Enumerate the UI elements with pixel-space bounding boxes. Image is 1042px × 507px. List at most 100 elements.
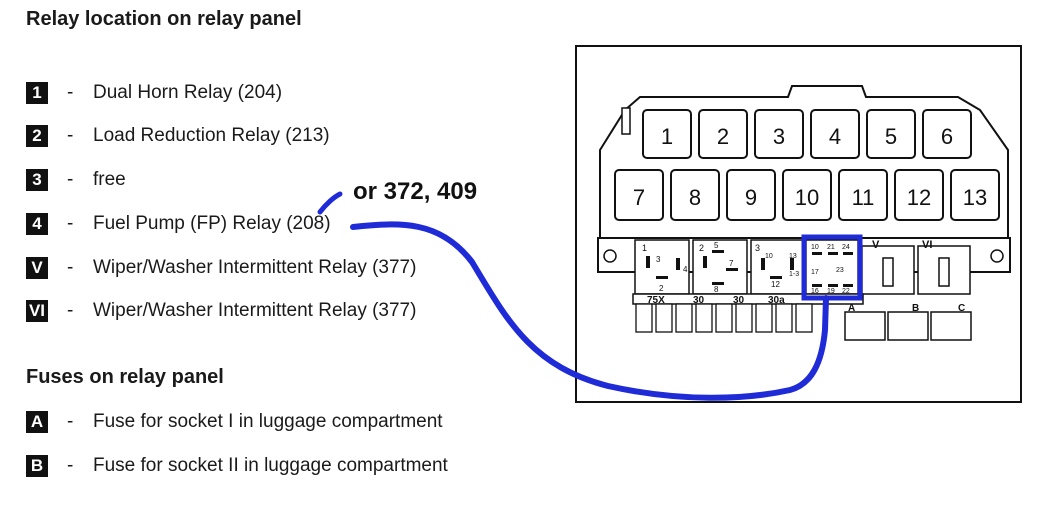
relay-slot [642,109,692,159]
handwritten-annotation: or 372, 409 [353,178,478,205]
fuse-block [930,311,972,341]
relay-slot [698,109,748,159]
slot-number: 6 [941,124,953,149]
relay-slot [838,169,888,221]
pin-number: 7 [729,259,734,268]
pin-mark [812,252,822,255]
relay-socket [750,239,804,295]
pin-number: 3 [656,255,661,264]
relay-slot [810,109,860,159]
separator-dash: - [67,213,74,234]
fuse-label: Fuse for socket II in luggage compartmen… [93,455,448,476]
relay-list-item: 2 - Load Reduction Relay (213) [26,125,330,147]
slot-number: 13 [963,185,987,210]
separator-dash: - [67,411,74,432]
relay-slot [782,169,832,221]
relay-slots-top-row: 1 2 3 4 5 6 [642,109,972,159]
pin-number: 10 [811,244,819,251]
relay-list-item: V - Wiper/Washer Intermittent Relay (377… [26,257,416,279]
pin-number: 21 [827,244,835,251]
connector-tooth [695,303,713,333]
pin-mark [843,252,853,255]
connector-tooth [755,303,773,333]
separator-dash: - [67,257,74,278]
pin-number: 19 [827,288,835,295]
connector-tooth [655,303,673,333]
annotation-tick [317,191,343,215]
separator-dash: - [67,125,74,146]
connector-block [882,257,894,287]
relay-label: Wiper/Washer Intermittent Relay (377) [93,257,417,278]
fuse-list-item: A - Fuse for socket I in luggage compart… [26,411,443,433]
pin-number: 13 [789,253,797,260]
separator-dash: - [67,300,74,321]
relay-list-item: 3 - free [26,169,126,191]
slot-number: 5 [885,124,897,149]
pin-mark [790,258,794,270]
pin-number: 23 [836,267,844,274]
slot-number: 12 [907,185,931,210]
fuse-blocks: A B C [844,303,972,341]
pin-number: 17 [811,269,819,276]
roman-slot-label: VI [922,239,932,251]
connector-tooth [675,303,693,333]
relay-slot [754,109,804,159]
pin-number: 10 [765,253,773,260]
fuse-label: A [848,303,855,314]
pointer-line [350,221,829,401]
slot-number: 8 [689,185,701,210]
fuse-label: Fuse for socket I in luggage compartment [93,411,443,432]
pin-number: 2 [699,243,704,253]
slot-number: 3 [773,124,785,149]
pin-number: 2 [659,284,664,293]
pin-number: 3 [755,243,760,253]
fuse-code-badge: A [26,411,48,433]
slot-number: 10 [795,185,819,210]
pin-mark [812,284,822,287]
pin-mark [646,256,650,268]
pin-number: 1-3 [789,271,799,278]
fuse-code-badge: B [26,455,48,477]
relay-slot [922,109,972,159]
terminal-label: 30 [733,295,745,306]
relay-slot [726,169,776,221]
slot-number: 4 [829,124,841,149]
pin-mark [656,276,668,279]
connector-tooth [735,303,753,333]
pin-number: 12 [771,280,780,289]
mounting-hole [603,249,617,263]
fuse-block [887,311,929,341]
pin-mark [828,284,838,287]
relay-code-badge: 1 [26,82,48,104]
pin-mark [761,258,765,270]
mounting-hole [990,249,1004,263]
pin-number: 24 [842,244,850,251]
slot-number: 2 [717,124,729,149]
relay-label: Fuel Pump (FP) Relay (208) [93,213,331,234]
slot-number: 11 [852,185,875,210]
connector-tooth [715,303,733,333]
slot-number: 7 [633,185,645,210]
relay-label: free [93,169,126,190]
relay-section-title: Relay location on relay panel [26,8,302,30]
fuse-section-title: Fuses on relay panel [26,366,224,388]
connector-tooth [775,303,793,333]
pin-mark [726,268,738,271]
pin-mark [703,256,707,268]
panel-clip [621,107,631,135]
fuse-block [844,311,886,341]
pin-mark [843,284,853,287]
relay-label: Load Reduction Relay (213) [93,125,330,146]
relay-list-item: 4 - Fuel Pump (FP) Relay (208) [26,213,331,235]
relay-code-badge: V [26,257,48,279]
fuse-label: B [912,303,919,314]
pin-number: 22 [842,288,850,295]
pin-mark [676,258,680,270]
connector-tooth [795,303,813,333]
separator-dash: - [67,455,74,476]
highlight-box [801,234,863,301]
relay-slot [670,169,720,221]
pin-mark [712,250,724,253]
slot-number: 9 [745,185,757,210]
